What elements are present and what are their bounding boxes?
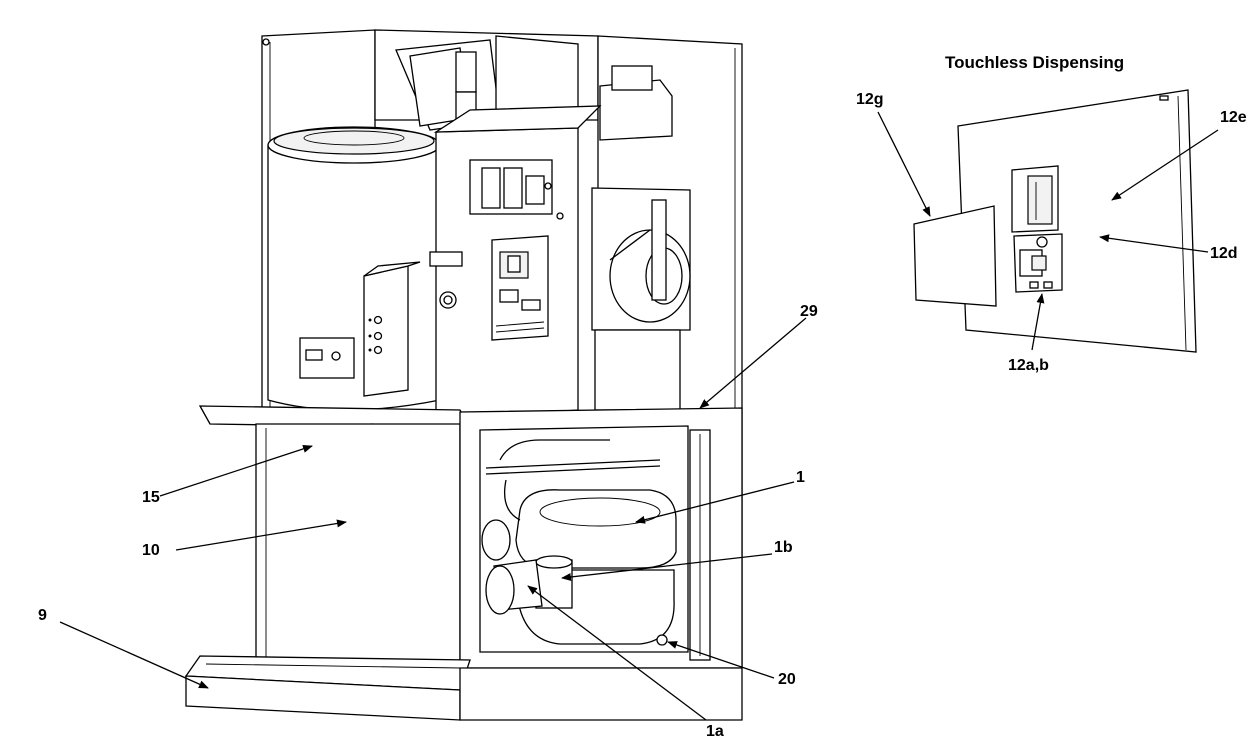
cover-panel-12g xyxy=(913,205,997,307)
callout-1a: 1a xyxy=(706,723,724,740)
callout-9: 9 xyxy=(38,607,47,624)
callout-12g: 12g xyxy=(856,91,884,108)
machine-illustration xyxy=(184,29,743,721)
callout-10: 10 xyxy=(142,542,160,559)
callout-20: 20 xyxy=(778,671,796,688)
callout-labels: 29 15 10 1 1b 9 20 1a 12g 12e 12d 12a,b xyxy=(38,91,1247,740)
callout-29: 29 xyxy=(800,303,818,320)
callout-15: 15 xyxy=(142,489,160,506)
callout-1: 1 xyxy=(796,469,805,486)
callout-1b: 1b xyxy=(774,539,793,556)
callout-12e: 12e xyxy=(1220,109,1247,126)
callout-12a-b: 12a,b xyxy=(1008,357,1049,374)
leader-lines xyxy=(59,111,1219,721)
callout-12d: 12d xyxy=(1210,245,1238,262)
touchless-dispensing-inset: Touchless Dispensing xyxy=(913,53,1197,353)
inset-title: Touchless Dispensing xyxy=(945,53,1124,72)
